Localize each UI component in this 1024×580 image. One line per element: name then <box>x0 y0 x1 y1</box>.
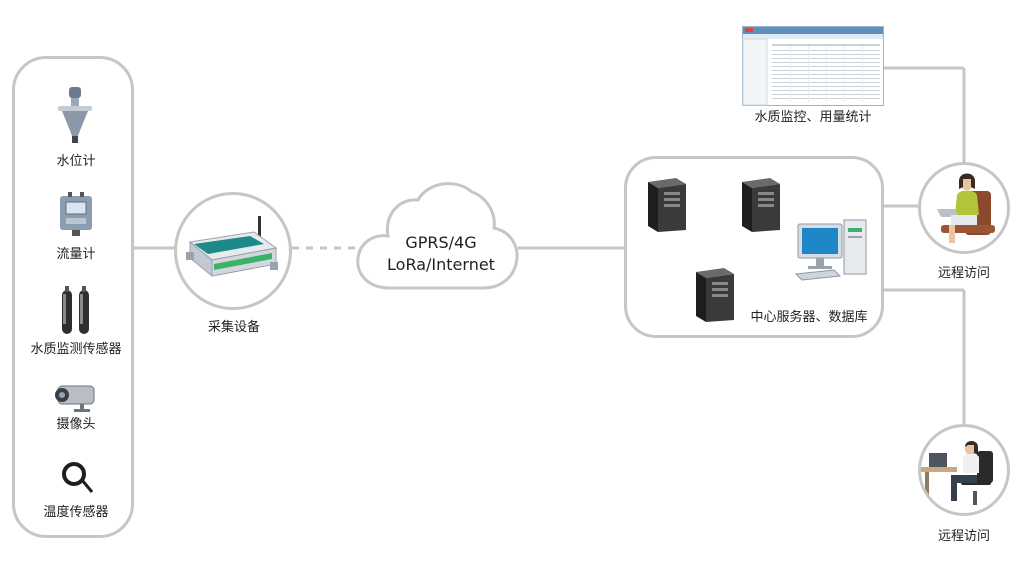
network-label-line2: LoRa/Internet <box>387 255 495 274</box>
sensor-label: 水质监测传感器 <box>30 342 122 357</box>
sensor-label: 摄像头 <box>56 417 96 432</box>
server-tower-icon <box>696 268 734 322</box>
sensor-label: 温度传感器 <box>43 505 109 520</box>
software-screenshot-icon <box>742 26 884 106</box>
data-collector-icon <box>186 216 278 278</box>
user-desk-icon <box>921 441 993 505</box>
sensor-label: 流量计 <box>56 247 96 262</box>
network-label: GPRS/4G LoRa/Internet <box>356 232 526 276</box>
monitor-app-label: 水质监控、用量统计 <box>754 110 872 125</box>
temperature-sensor-icon <box>62 462 94 493</box>
camera-icon <box>55 385 95 412</box>
remote-user-circle <box>918 162 1010 254</box>
sensor-label: 水位计 <box>56 154 96 169</box>
server-label: 中心服务器、数据库 <box>750 310 868 325</box>
server-tower-icon <box>742 178 780 232</box>
user-laptop-icon <box>937 173 995 243</box>
cloud-icon <box>356 182 519 290</box>
remote-user-circle <box>918 424 1010 516</box>
workstation-pc-icon <box>794 219 867 281</box>
remote-access-label: 远程访问 <box>937 266 990 281</box>
water-level-meter-icon <box>58 87 92 143</box>
water-quality-sensor-icon <box>62 286 89 334</box>
remote-access-label: 远程访问 <box>937 529 990 544</box>
collector-label: 采集设备 <box>207 320 260 335</box>
server-tower-icon <box>648 178 686 232</box>
flow-meter-icon <box>60 192 92 236</box>
network-label-line1: GPRS/4G <box>405 233 477 252</box>
